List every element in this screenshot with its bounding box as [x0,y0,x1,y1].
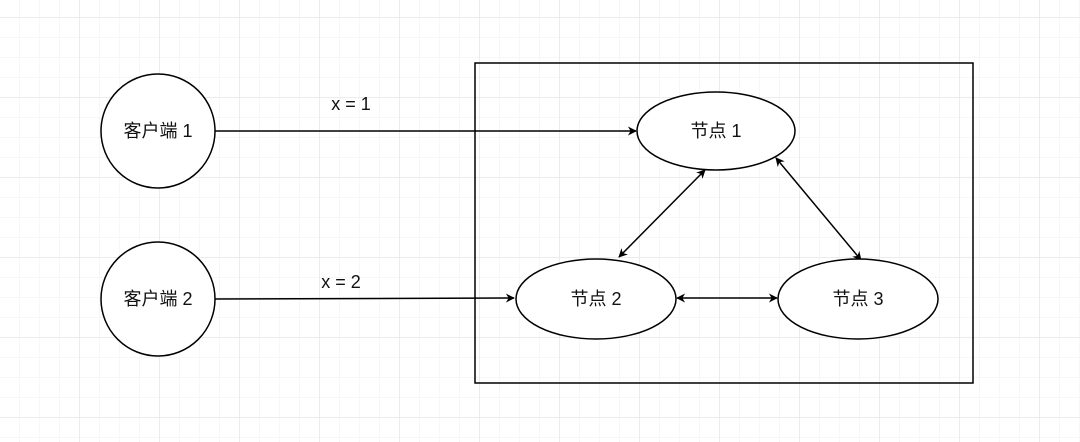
edge-node1-node3 [775,157,862,261]
cluster-box [474,62,974,384]
cluster-node-3-label: 节点 3 [832,289,883,309]
cluster-node-2-label: 节点 2 [570,289,621,309]
client-node-1-label: 客户端 1 [123,121,192,141]
edge-client2-node2 [214,293,515,303]
cluster-node-1-label: 节点 1 [690,121,741,141]
cluster-node-2[interactable]: 节点 2 [515,258,677,340]
client-node-1[interactable]: 客户端 1 [100,73,216,189]
client-node-2-label: 客户端 2 [123,289,192,309]
edge-label-x2: x = 2 [321,272,361,292]
cluster-node-3[interactable]: 节点 3 [777,258,939,340]
cluster-node-1[interactable]: 节点 1 [636,91,796,171]
edge-label-x1: x = 1 [331,94,371,114]
edge-node1-node2 [618,169,706,258]
client-node-2[interactable]: 客户端 2 [100,241,216,357]
